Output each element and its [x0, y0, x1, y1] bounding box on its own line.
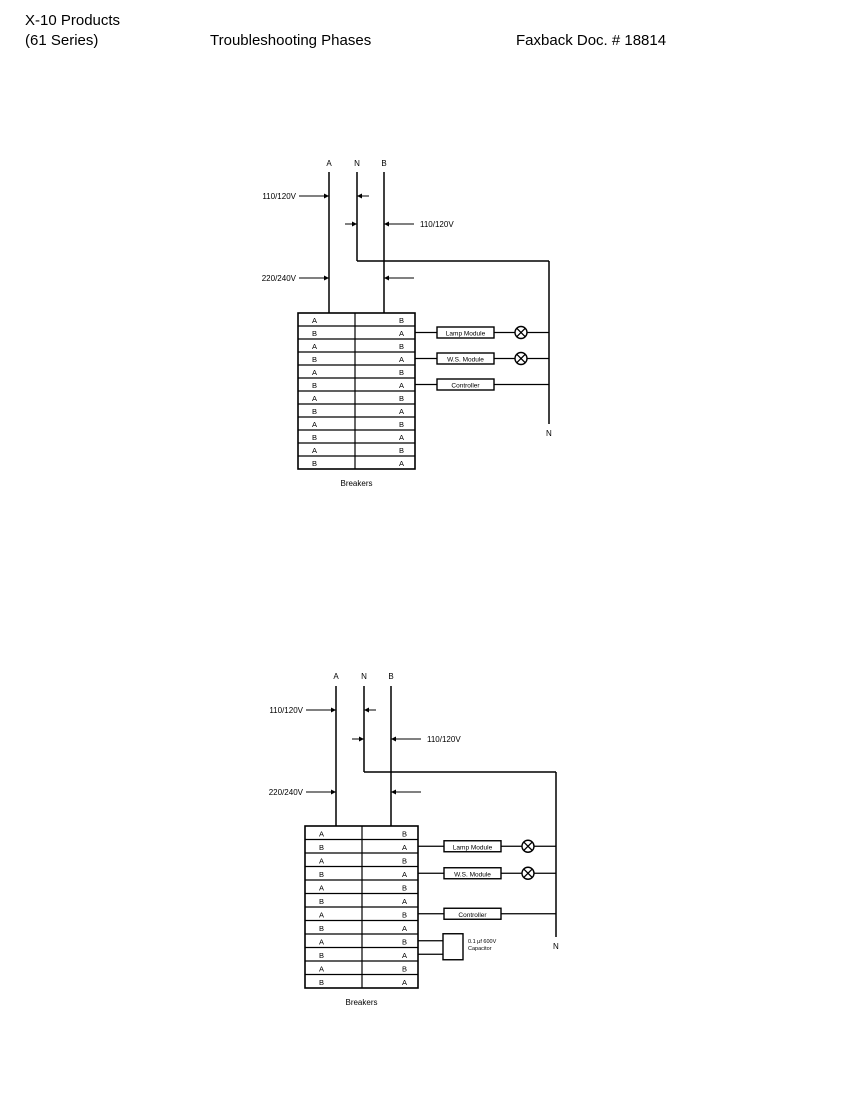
breaker-left-9: A — [312, 420, 317, 429]
breaker-right-2: A — [399, 329, 404, 338]
breaker-left-10: B — [312, 433, 317, 442]
voltage-label-right: 110/120V — [427, 735, 461, 744]
breaker-left-12: B — [319, 978, 324, 987]
breaker-left-3: A — [319, 857, 324, 866]
header-doc-number: Faxback Doc. # 18814 — [516, 32, 667, 49]
voltage-arrow-bottom-right-head — [391, 789, 396, 795]
breaker-left-6: B — [319, 897, 324, 906]
voltage-arrow-neutral-left-head — [364, 707, 369, 713]
line-label-a: A — [333, 672, 339, 681]
breaker-right-2: A — [402, 843, 407, 852]
breaker-left-7: A — [319, 911, 324, 920]
capacitor-value: 0.1 µf 600V — [468, 939, 497, 945]
breaker-left-2: B — [319, 843, 324, 852]
breaker-left-7: A — [312, 394, 317, 403]
ws-module-label: W.S. Module — [454, 871, 491, 878]
breaker-left-1: A — [312, 316, 317, 325]
voltage-label-top-left: 110/120V — [262, 192, 296, 201]
breaker-right-1: B — [399, 316, 404, 325]
header-product: X-10 Products — [25, 12, 121, 29]
lamp-module-label: Lamp Module — [453, 844, 493, 851]
breaker-right-9: B — [399, 420, 404, 429]
lamp-module-lamp-x2 — [523, 841, 533, 851]
lamp-module-lamp-x2 — [516, 327, 526, 338]
breaker-left-4: B — [312, 355, 317, 364]
controller-label: Controller — [451, 383, 480, 390]
voltage-arrow-right-head — [391, 736, 396, 742]
line-label-b: B — [388, 672, 393, 681]
voltage-arrow-neutral-right-head — [352, 221, 357, 227]
breaker-right-1: B — [402, 830, 407, 839]
breaker-right-9: B — [402, 938, 407, 947]
breaker-right-5: B — [399, 368, 404, 377]
voltage-arrow-top-left-head — [324, 193, 329, 199]
breaker-left-11: A — [312, 446, 317, 455]
breaker-left-1: A — [319, 830, 324, 839]
breaker-right-4: A — [399, 355, 404, 364]
breaker-right-7: B — [402, 911, 407, 920]
voltage-label-bottom-left: 220/240V — [262, 274, 297, 283]
breaker-left-5: A — [312, 368, 317, 377]
breaker-right-5: B — [402, 884, 407, 893]
neutral-end-label: N — [546, 429, 552, 438]
breaker-right-3: B — [402, 857, 407, 866]
line-label-a: A — [326, 159, 332, 168]
breaker-left-8: B — [319, 924, 324, 933]
header-title: Troubleshooting Phases — [210, 32, 372, 49]
breaker-right-12: A — [399, 459, 404, 468]
breaker-right-10: A — [399, 433, 404, 442]
lamp-module-label: Lamp Module — [446, 331, 486, 338]
breaker-left-5: A — [319, 884, 324, 893]
breaker-right-6: A — [399, 381, 404, 390]
breaker-right-8: A — [402, 924, 407, 933]
voltage-arrow-neutral-right-head — [359, 736, 364, 742]
ws-module-lamp-x2 — [516, 353, 526, 364]
breaker-right-3: B — [399, 342, 404, 351]
controller-label: Controller — [458, 912, 487, 919]
voltage-arrow-bottom-left-head — [324, 275, 329, 281]
voltage-arrow-bottom-left-head — [331, 789, 336, 795]
line-label-n: N — [361, 672, 367, 681]
breaker-right-12: A — [402, 978, 407, 987]
breaker-left-9: A — [319, 938, 324, 947]
voltage-arrow-right-head — [384, 221, 389, 227]
voltage-arrow-top-left-head — [331, 707, 336, 713]
voltage-label-right: 110/120V — [420, 220, 454, 229]
voltage-arrow-neutral-left-head — [357, 193, 362, 199]
breakers-label: Breakers — [345, 998, 377, 1007]
voltage-arrow-bottom-right-head — [384, 275, 389, 281]
ws-module-label: W.S. Module — [447, 357, 484, 364]
breakers-label: Breakers — [340, 479, 372, 488]
neutral-end-label: N — [553, 942, 559, 951]
breaker-right-7: B — [399, 394, 404, 403]
breaker-left-8: B — [312, 407, 317, 416]
breaker-left-4: B — [319, 870, 324, 879]
breaker-right-10: A — [402, 951, 407, 960]
breaker-right-6: A — [402, 897, 407, 906]
breaker-left-10: B — [319, 951, 324, 960]
voltage-label-bottom-left: 220/240V — [269, 788, 304, 797]
breaker-left-11: A — [319, 965, 324, 974]
breaker-right-11: B — [402, 965, 407, 974]
breaker-left-3: A — [312, 342, 317, 351]
breaker-right-11: B — [399, 446, 404, 455]
voltage-label-top-left: 110/120V — [269, 706, 303, 715]
capacitor-box — [442, 933, 464, 961]
breaker-right-8: A — [399, 407, 404, 416]
breaker-left-6: B — [312, 381, 317, 390]
ws-module-lamp-x2 — [523, 868, 533, 878]
line-label-b: B — [381, 159, 386, 168]
breaker-right-4: A — [402, 870, 407, 879]
header-series: (61 Series) — [25, 32, 99, 49]
breaker-left-2: B — [312, 329, 317, 338]
capacitor-label: Capacitor — [468, 946, 492, 952]
line-label-n: N — [354, 159, 360, 168]
breaker-left-12: B — [312, 459, 317, 468]
